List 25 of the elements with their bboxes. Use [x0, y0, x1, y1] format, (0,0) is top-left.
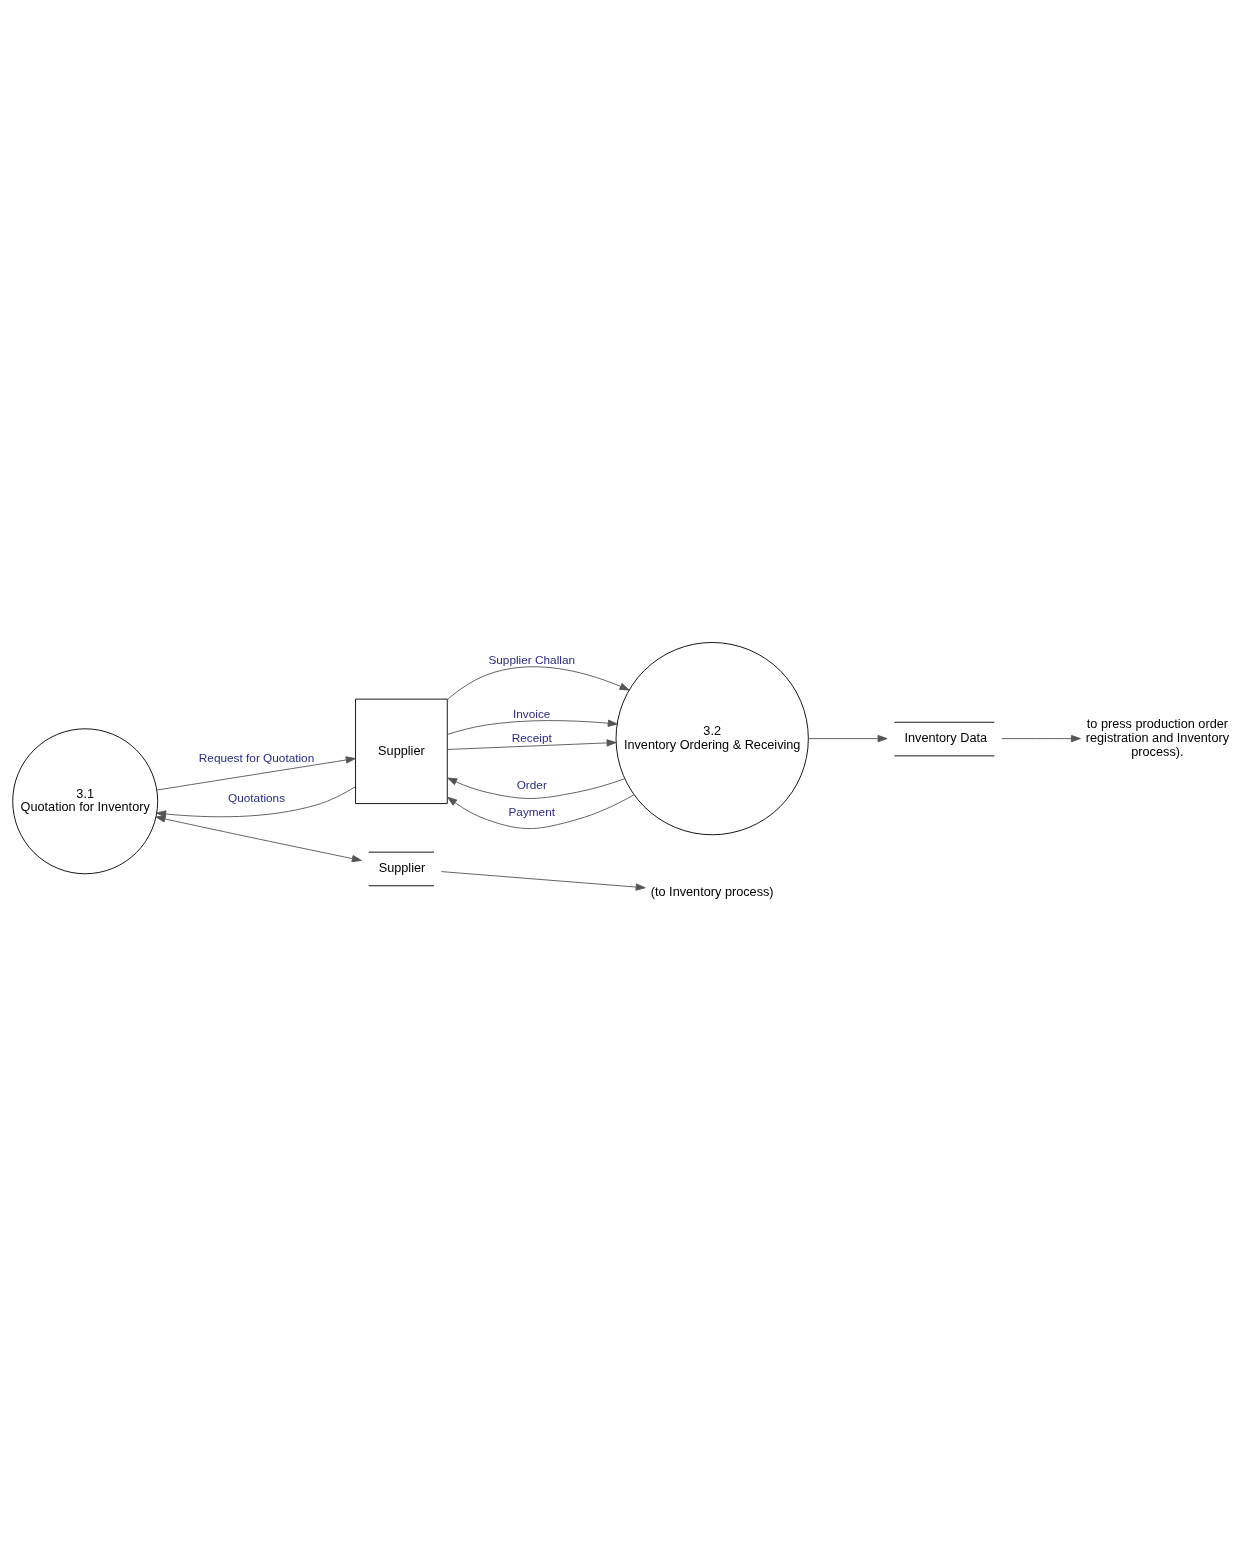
node-circle: 3.1 Quotation for Inventory [12, 727, 159, 874]
node-text: to press production order registration and Inventory process). [1085, 715, 1230, 759]
node-text: Inventory Data [904, 729, 988, 745]
node-text: Supplier [378, 859, 426, 875]
edge-label: Order [516, 777, 547, 792]
arrow [447, 777, 626, 799]
node-text: (to Inventory process) [650, 883, 774, 899]
edge-label: Supplier Challan [488, 652, 576, 667]
arrow [441, 870, 646, 891]
edge-label: Request for Quotation [198, 750, 315, 765]
arrow [808, 734, 888, 742]
edge-label: Quotations [228, 790, 286, 805]
arrow [447, 793, 635, 829]
edge-label: Receipt [511, 730, 552, 745]
edge-label: Invoice [513, 706, 551, 721]
node-box: Supplier [355, 698, 448, 804]
edge-label: Payment [508, 804, 556, 819]
node-circle: 3.2 Inventory Ordering & Receiving [615, 641, 809, 835]
arrow [447, 738, 617, 750]
arrow [155, 814, 362, 862]
arrow [156, 785, 356, 818]
arrow [447, 719, 618, 735]
arrow [446, 665, 630, 700]
arrow [1001, 734, 1081, 742]
arrow [156, 755, 356, 790]
